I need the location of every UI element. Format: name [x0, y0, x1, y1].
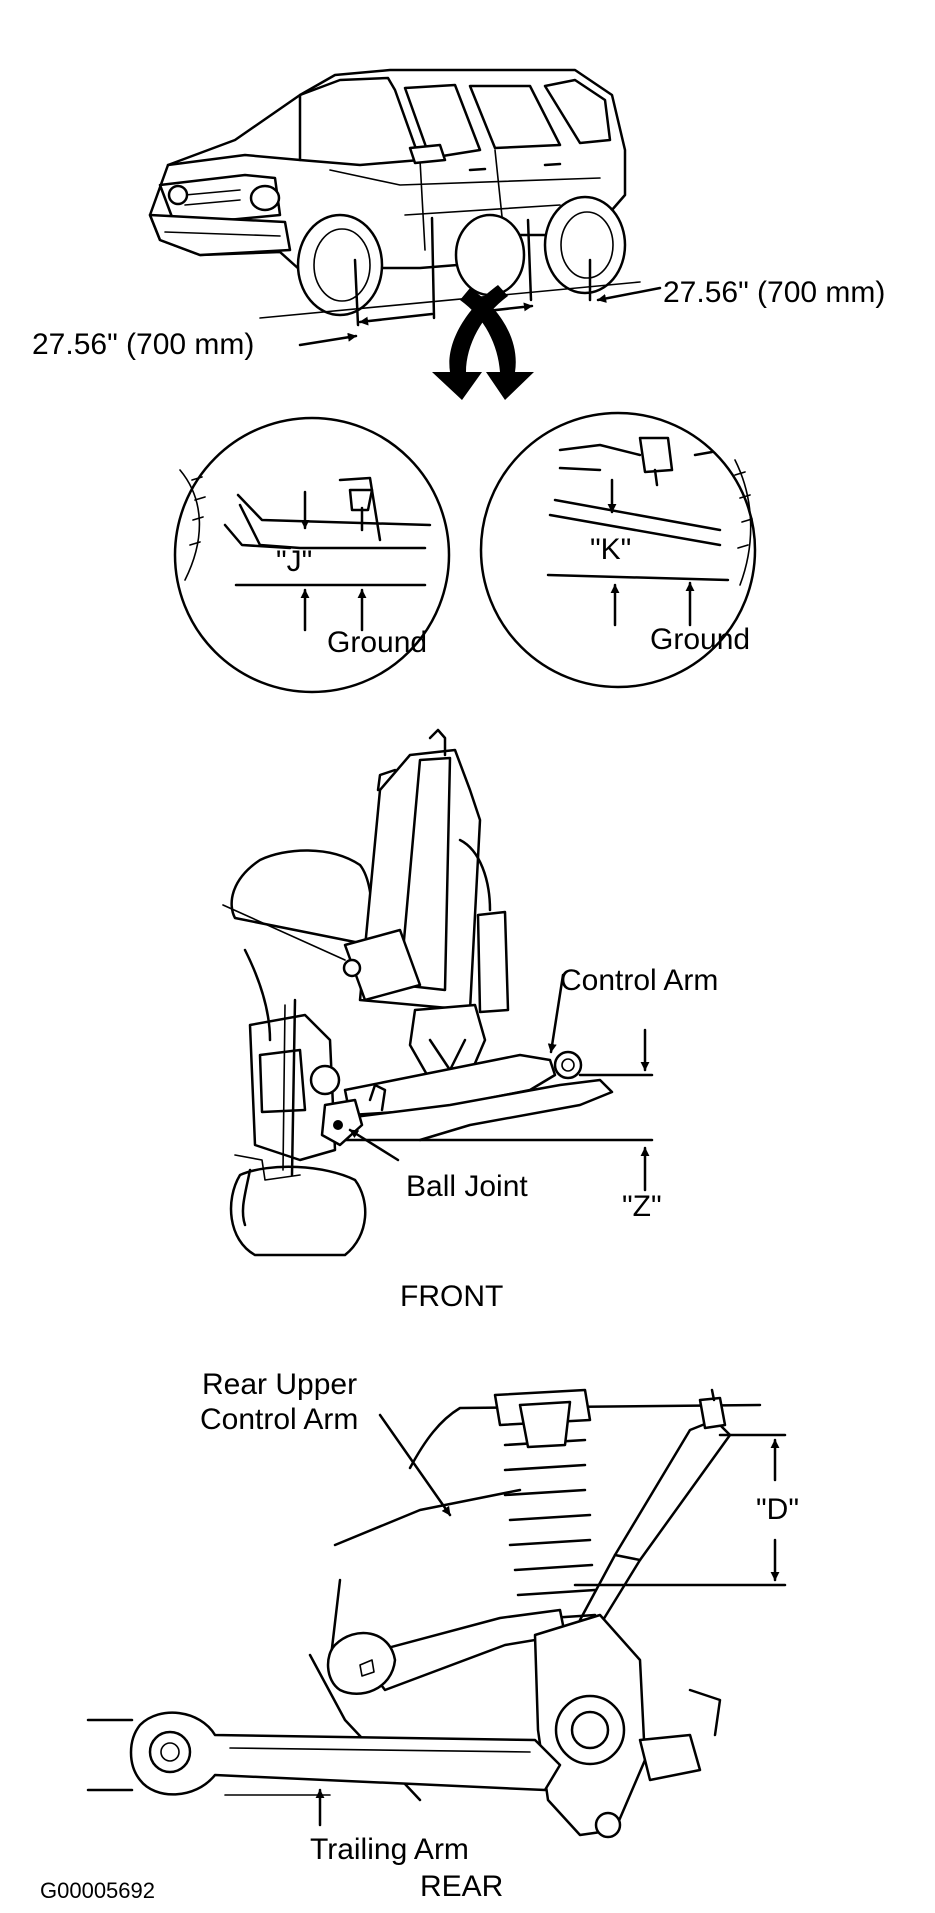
z-mark-label: "Z" — [622, 1190, 662, 1223]
k-mark-label: "K" — [590, 533, 632, 566]
detail-circle-front — [173, 416, 451, 694]
front-caption: FRONT — [400, 1280, 504, 1313]
jk-arrows — [300, 478, 695, 632]
rear-upper-control-arm-label-line2: Control Arm — [200, 1403, 359, 1436]
front-suspension-arrows — [348, 973, 650, 1192]
rear-ground-label: Ground — [650, 623, 751, 656]
vehicle-illustration — [148, 68, 641, 319]
trailing-arm-label: Trailing Arm — [310, 1833, 469, 1866]
detail-circle-rear — [479, 411, 757, 689]
detail-pointer-arrows — [432, 285, 534, 400]
front-ground-label: Ground — [327, 626, 428, 659]
rear-caption: REAR — [420, 1870, 504, 1903]
front-distance-label: 27.56" (700 mm) — [32, 328, 255, 361]
rear-distance-label: 27.56" (700 mm) — [663, 276, 886, 309]
figure-id-label: G00005692 — [40, 1878, 155, 1903]
j-mark-label: "J" — [276, 545, 313, 578]
ball-joint-label: Ball Joint — [406, 1170, 528, 1203]
rear-suspension-illustration — [86, 1388, 787, 1839]
rear-upper-control-arm-label-line1: Rear Upper — [202, 1368, 358, 1401]
rear-suspension-arrows — [315, 1413, 780, 1827]
d-mark-label: "D" — [756, 1493, 799, 1526]
control-arm-label: Control Arm — [560, 964, 719, 997]
front-suspension-illustration — [222, 728, 654, 1257]
